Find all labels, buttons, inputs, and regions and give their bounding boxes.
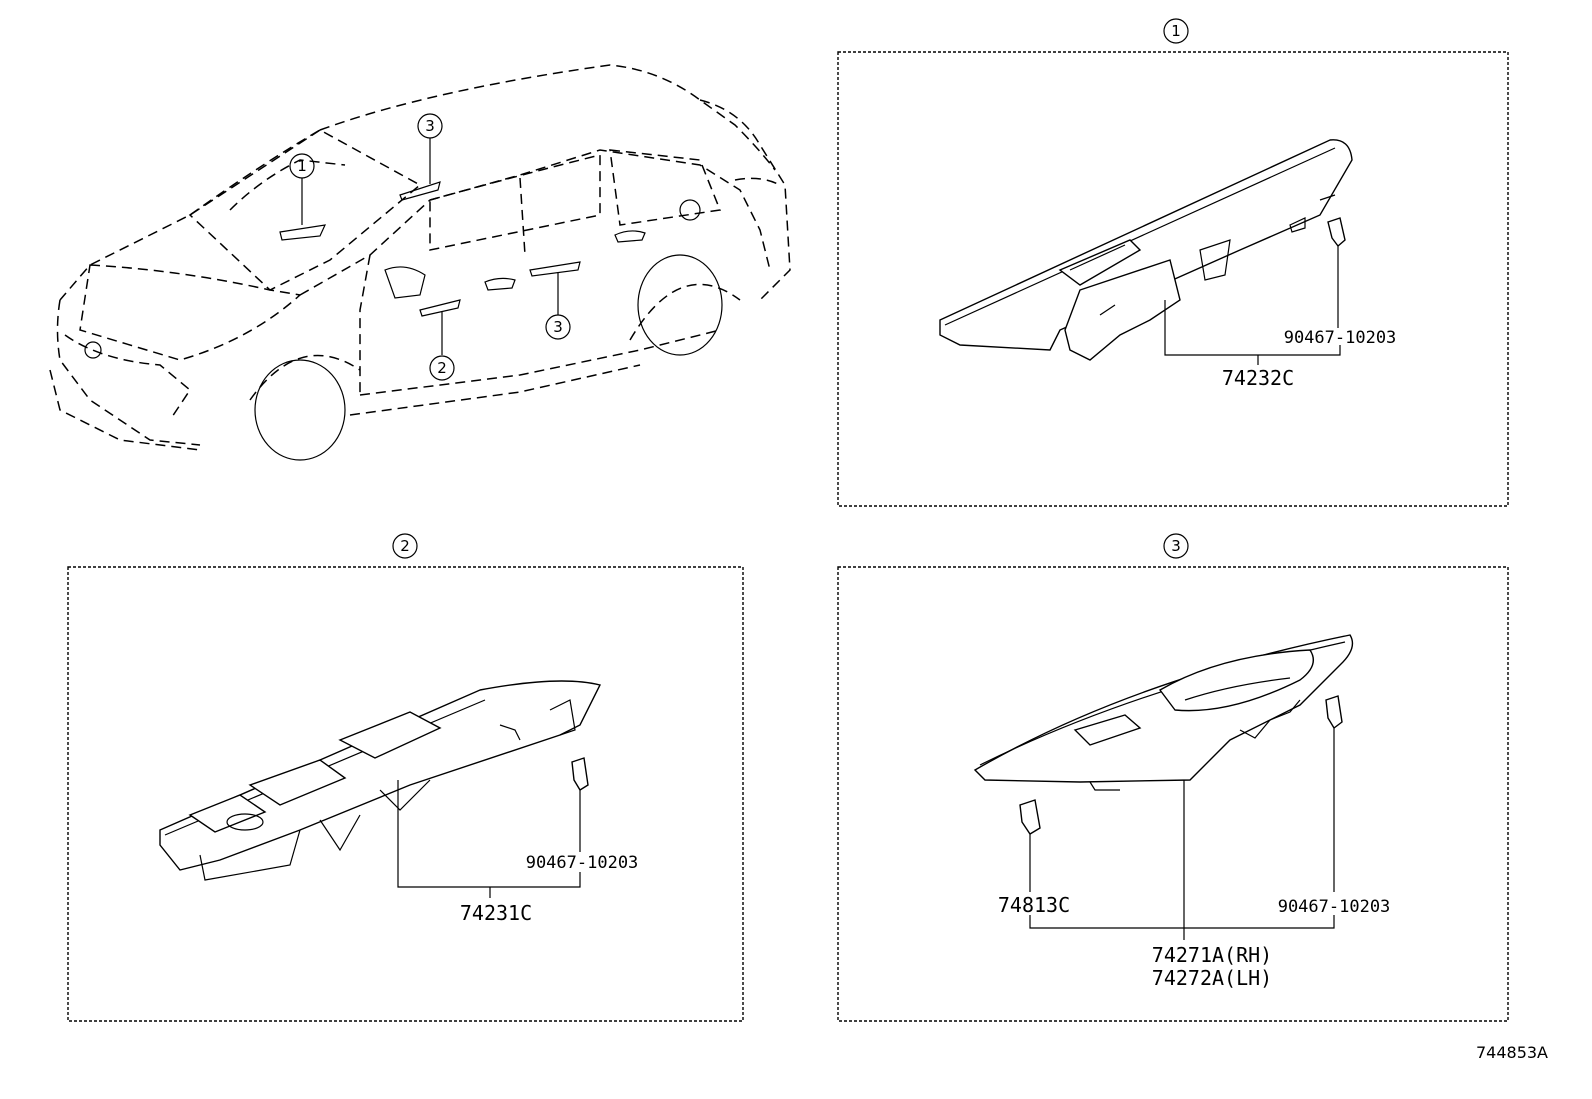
panel-1-frame bbox=[837, 51, 1509, 507]
panel-3: 3 74813C 90467-10203 74271A(RH) 74272A(L… bbox=[837, 533, 1509, 1022]
callout-circle bbox=[429, 355, 455, 381]
panel-2-clip bbox=[571, 757, 589, 791]
car-callout-3-door: 3 bbox=[545, 314, 571, 340]
part-label-90467-10203: 90467-10203 bbox=[1278, 897, 1391, 917]
part-label-90467-10203: 90467-10203 bbox=[1284, 328, 1397, 348]
panel-1: 1 90467-10203 74232C bbox=[837, 18, 1509, 507]
car-callout-1: 1 bbox=[289, 153, 315, 179]
panel-3-frame bbox=[837, 566, 1509, 1022]
panel-2: 2 90467-10203 74231C bbox=[67, 533, 744, 1022]
panel-3-callout-circle bbox=[1163, 533, 1189, 559]
callout-number: 3 bbox=[425, 117, 435, 135]
car-callout-3-roof: 3 bbox=[417, 113, 443, 139]
callout-circle bbox=[289, 153, 315, 179]
part-label-74272a-lh: 74272A(LH) bbox=[1152, 966, 1272, 990]
callout-number: 3 bbox=[553, 318, 563, 336]
callout-number: 2 bbox=[437, 359, 447, 377]
part-label-74271a-rh: 74271A(RH) bbox=[1152, 943, 1272, 967]
part-label-74813c: 74813C bbox=[998, 893, 1070, 917]
part-label-74231c: 74231C bbox=[460, 901, 532, 925]
car-callout-2: 2 bbox=[429, 355, 455, 381]
panel-3-clip-right bbox=[1325, 695, 1343, 730]
drawing-reference-number: 744853A bbox=[1476, 1043, 1548, 1062]
panel-3-clip-left bbox=[1019, 799, 1041, 835]
part-label-74232c: 74232C bbox=[1222, 366, 1294, 390]
panel-1-switch-base bbox=[939, 139, 1353, 361]
callout-circle bbox=[417, 113, 443, 139]
panel-3-switch-base bbox=[973, 634, 1354, 791]
part-label-90467-10203: 90467-10203 bbox=[526, 853, 639, 873]
panel-2-frame bbox=[67, 566, 744, 1022]
callout-circle bbox=[545, 314, 571, 340]
panel-2-callout-circle bbox=[392, 533, 418, 559]
panel-2-callout-number: 2 bbox=[400, 537, 410, 555]
callout-number: 1 bbox=[297, 157, 307, 175]
panel-1-callout-number: 1 bbox=[1171, 22, 1181, 40]
panel-1-callout-circle bbox=[1163, 18, 1189, 44]
panel-2-switch-base bbox=[159, 680, 602, 881]
car-illustration: 1 3 2 3 bbox=[49, 64, 791, 461]
panel-3-callout-number: 3 bbox=[1171, 537, 1181, 555]
panel-1-clip bbox=[1327, 217, 1346, 248]
